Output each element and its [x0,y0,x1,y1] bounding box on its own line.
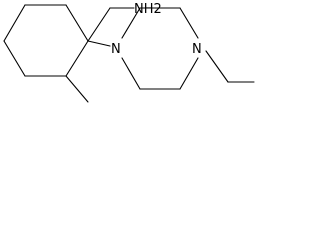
cyclohexane-ring [3,4,89,77]
bond-n4-c5p [179,57,199,90]
bond-c6p-n1 [121,57,141,90]
methyl-bond [65,75,89,103]
piperazine-n1-label: N [111,42,121,57]
piperazine-n4-label: N [192,42,202,57]
ch2-bond [87,7,111,42]
bond-c3p-n4 [179,7,199,39]
bond-c4-c5 [3,40,26,77]
ethyl-bond-1 [205,50,229,83]
bond-n1-c2p [121,7,141,39]
c1-n1-bond [87,40,111,47]
chemical-structure: NH2 N N [3,2,255,103]
bond-c3-c4 [3,4,26,42]
piperazine-ring [121,7,199,90]
bond-c6-c1 [65,40,89,77]
bond-c1-c2 [65,4,89,42]
amine-label: NH2 [134,2,162,17]
